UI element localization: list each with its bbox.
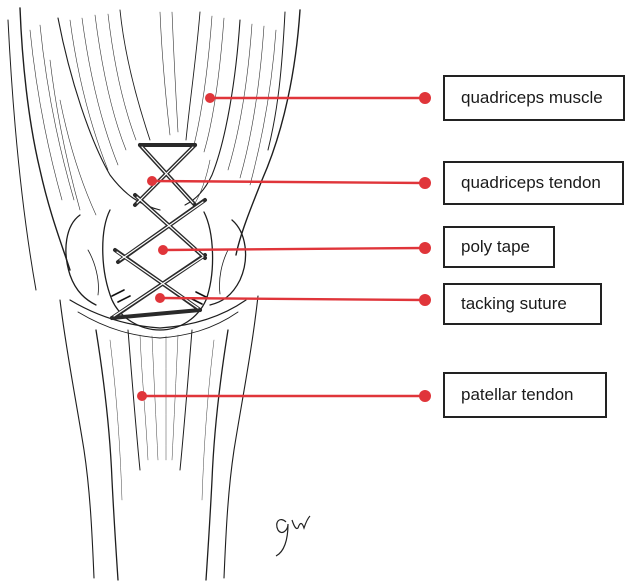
label-poly-tape: poly tape [443,226,555,268]
artist-signature [276,516,310,556]
leader-patellar-tendon [137,390,431,402]
leader-tacking-suture [155,293,431,306]
label-tacking-suture: tacking suture [443,283,602,325]
label-quadriceps-tendon: quadriceps tendon [443,161,624,205]
label-quadriceps-muscle: quadriceps muscle [443,75,625,121]
knee-drawing [8,8,300,580]
leader-quadriceps-muscle [205,92,431,104]
leader-quadriceps-tendon [147,176,431,189]
label-patellar-tendon: patellar tendon [443,372,607,418]
leader-lines [137,92,431,402]
